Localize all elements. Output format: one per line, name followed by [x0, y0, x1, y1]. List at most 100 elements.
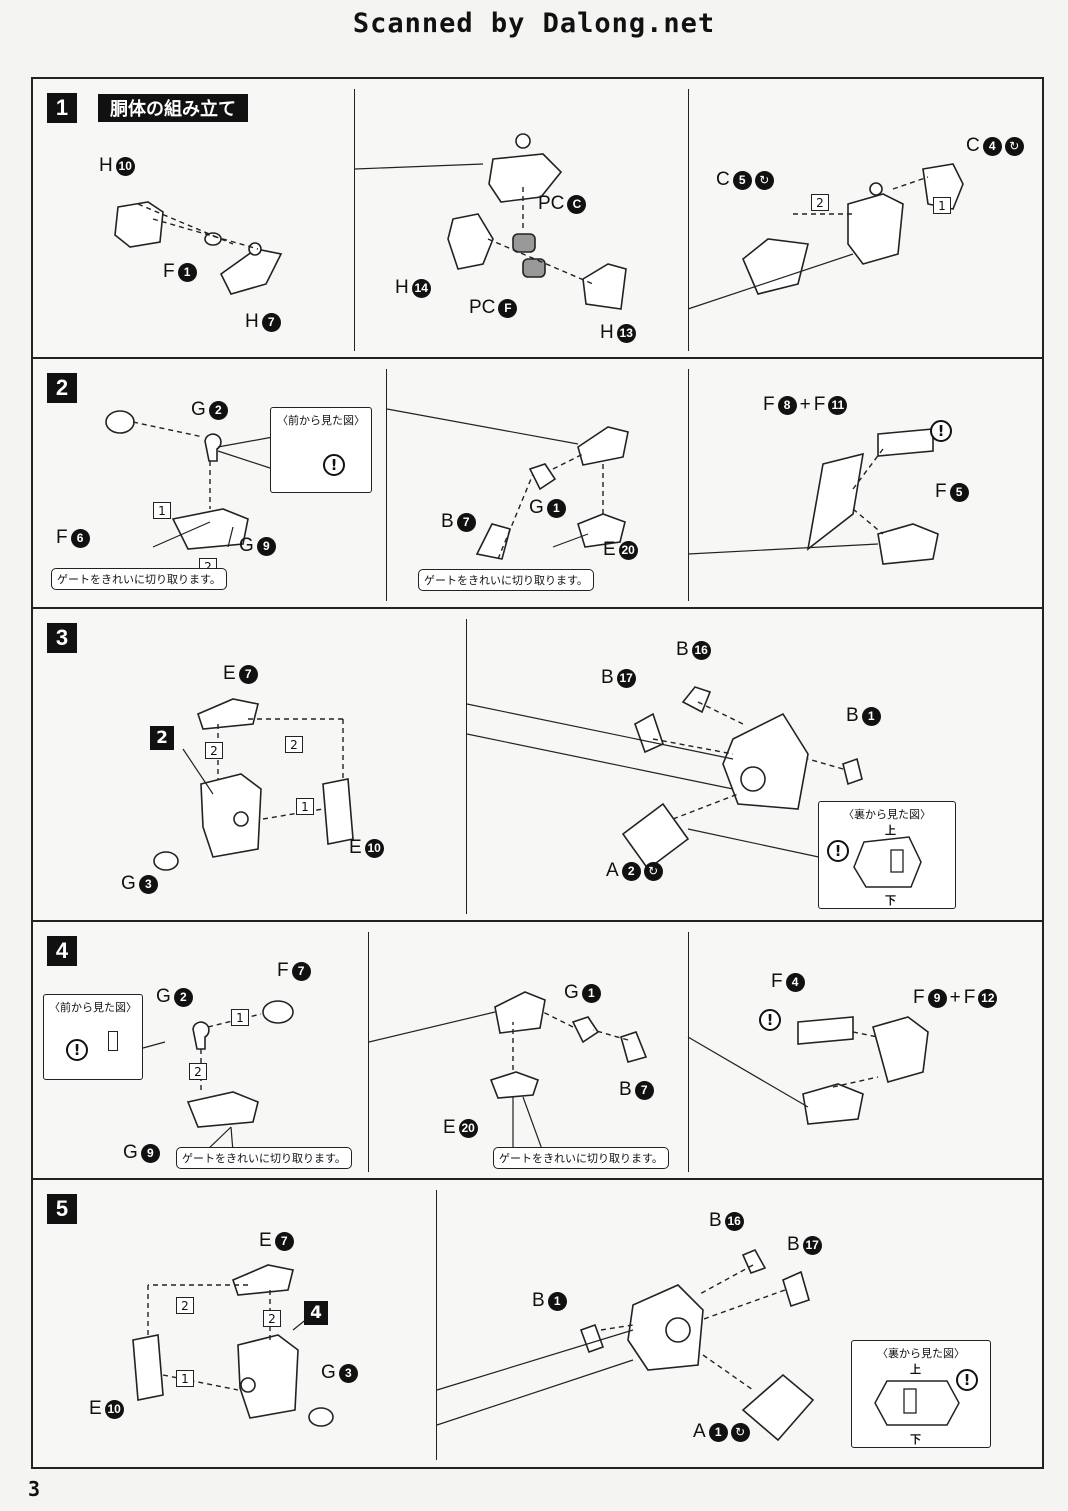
step-reference: 4: [304, 1301, 328, 1325]
warning-icon: !: [323, 454, 345, 476]
step-1-illustration: [114, 133, 964, 310]
warning-icon: !: [827, 840, 849, 862]
divider: [354, 89, 355, 351]
gate-note: ゲートをきれいに切り取ります。: [51, 568, 227, 590]
back-view-sketch: [874, 1380, 960, 1426]
order-box: 2: [811, 194, 829, 211]
back-view-box: 〈裏から見た図〉 上 下 !: [851, 1340, 991, 1448]
step-number: 2: [47, 373, 77, 403]
step-4-illustration: [142, 991, 929, 1153]
gate-note: ゲートをきれいに切り取ります。: [176, 1147, 352, 1169]
instruction-page: 1 胴体の組み立て: [31, 77, 1044, 1469]
step-5: 5: [33, 1180, 1042, 1467]
step-number: 1: [47, 93, 77, 123]
swirl-icon: ↻: [643, 861, 663, 881]
divider: [688, 369, 689, 601]
warning-icon: !: [759, 1009, 781, 1031]
step-title: 胴体の組み立て: [98, 94, 248, 122]
step-5-illustration: [132, 1248, 815, 1442]
step-2: 2: [33, 359, 1042, 609]
order-box: 1: [153, 502, 171, 519]
step-1: 1 胴体の組み立て: [33, 79, 1042, 359]
front-view-box: 〈前から見た図〉 !: [43, 994, 143, 1080]
order-box: 2: [263, 1310, 281, 1327]
page-number: 3: [28, 1477, 41, 1501]
warning-icon: !: [66, 1039, 88, 1061]
order-box: 1: [176, 1370, 194, 1387]
back-view-box: 〈裏から見た図〉 上 下 !: [818, 801, 956, 909]
order-box: 2: [285, 736, 303, 753]
step-2-illustration: [105, 408, 939, 565]
divider: [466, 619, 467, 914]
scan-header: Scanned by Dalong.net: [352, 8, 716, 39]
warning-icon: !: [956, 1369, 978, 1391]
back-view-sketch: [853, 836, 922, 888]
gate-note: ゲートをきれいに切り取ります。: [493, 1147, 669, 1169]
gate-note: ゲートをきれいに切り取ります。: [418, 569, 594, 591]
step-reference: 2: [150, 726, 174, 750]
step-4: 4: [33, 922, 1042, 1180]
order-box: 2: [205, 742, 223, 759]
order-box: 1: [231, 1009, 249, 1026]
swirl-icon: ↻: [730, 1422, 750, 1442]
step-number: 4: [47, 936, 77, 966]
order-box: 2: [176, 1297, 194, 1314]
divider: [688, 89, 689, 351]
order-box: 2: [189, 1063, 207, 1080]
step-3-illustration: [153, 686, 863, 871]
swirl-icon: ↻: [754, 170, 774, 190]
divider: [688, 932, 689, 1172]
step-3: 3: [33, 609, 1042, 922]
swirl-icon: ↻: [1004, 136, 1024, 156]
step-number: 3: [47, 623, 77, 653]
peg-sketch: [108, 1031, 118, 1051]
divider: [386, 369, 387, 601]
order-box: 1: [933, 197, 951, 214]
warning-icon: !: [930, 420, 952, 442]
front-view-box: 〈前から見た図〉 !: [270, 407, 372, 493]
step-number: 5: [47, 1194, 77, 1224]
order-box: 1: [296, 798, 314, 815]
divider: [436, 1190, 437, 1460]
divider: [368, 932, 369, 1172]
